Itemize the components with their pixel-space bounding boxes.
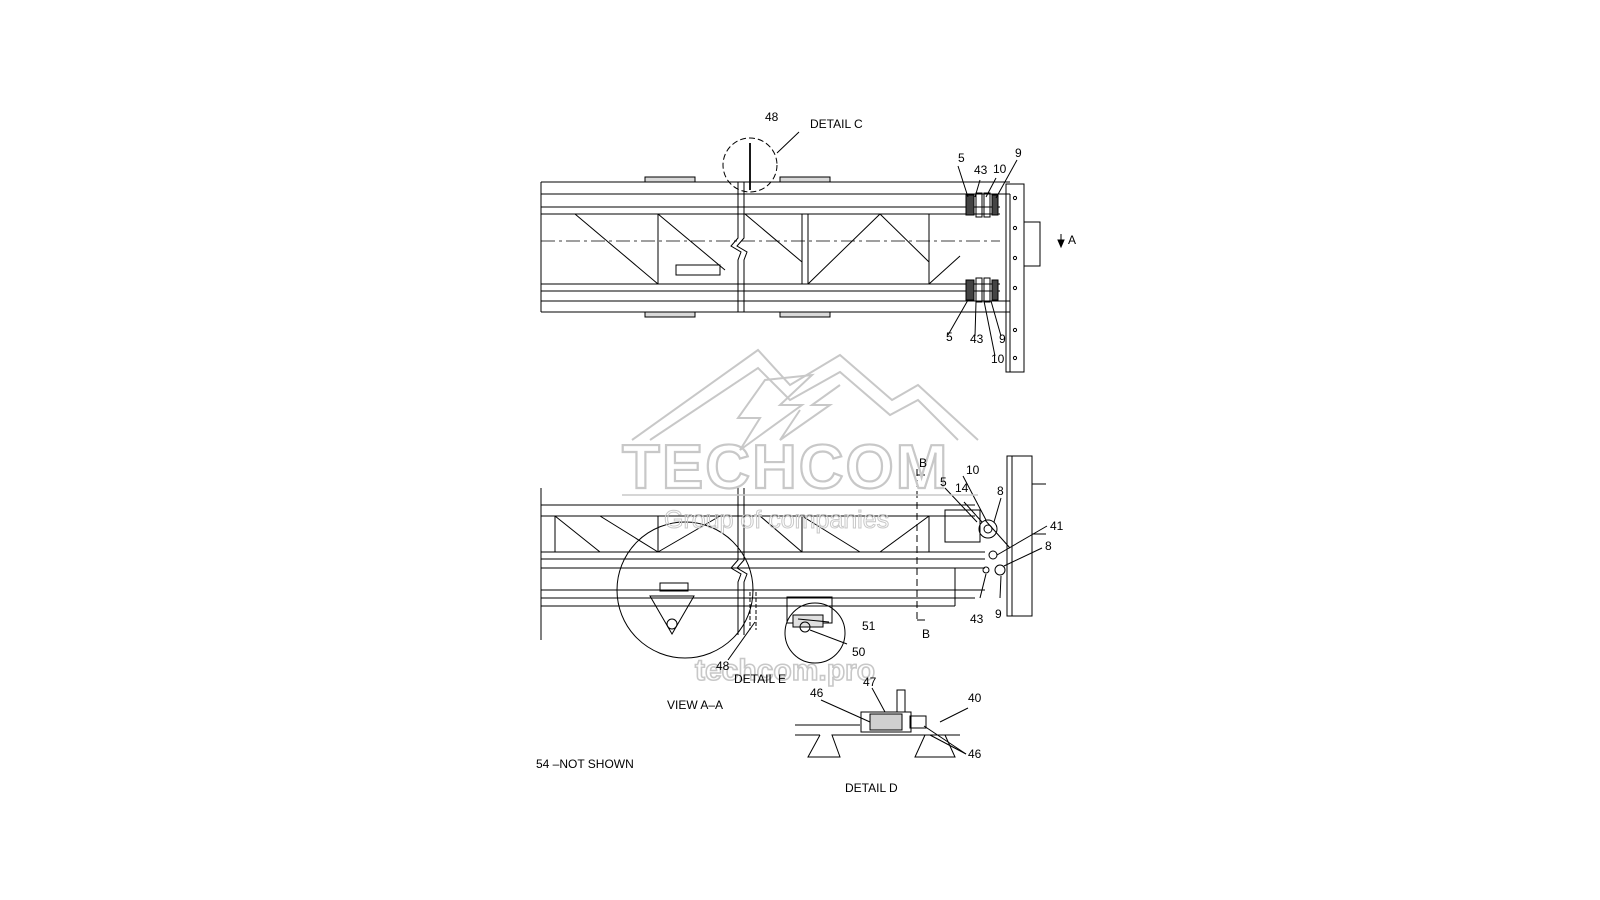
callout-8-lower-side: 8 (1045, 539, 1052, 553)
detail-d-title: DETAIL D (845, 781, 898, 795)
callout-10-side: 10 (966, 463, 980, 477)
watermark-tagline: Group of companies (664, 506, 889, 534)
lower-sheave-assembly (965, 277, 999, 303)
callout-14-side: 14 (955, 481, 969, 495)
callout-9-lower: 9 (999, 332, 1006, 346)
side-view-callouts: 10 5 14 8 41 8 43 9 51 50 48 (716, 463, 1064, 673)
callout-9-side: 9 (995, 607, 1002, 621)
callout-5-side: 5 (940, 475, 947, 489)
section-a-marker: A (1068, 233, 1076, 247)
callout-8-upper-side: 8 (997, 484, 1004, 498)
section-b-bottom-marker: B (922, 627, 930, 641)
callout-48-side: 48 (716, 659, 730, 673)
callout-10-upper: 10 (993, 162, 1007, 176)
detail-e-title: DETAIL E (734, 672, 786, 686)
detail-c-title: DETAIL C (810, 117, 863, 131)
techcom-watermark: TECHCOM Group of companies techcom.pro (621, 348, 979, 688)
watermark-brand: TECHCOM (622, 433, 949, 502)
callout-46-right: 46 (968, 747, 982, 761)
detail-d-callouts: 46 47 40 46 (810, 675, 982, 761)
top-view-boom (540, 131, 1065, 373)
callout-51-side: 51 (862, 619, 876, 633)
callout-47: 47 (863, 675, 877, 689)
upper-sheave-assembly (965, 192, 999, 218)
view-titles: DETAIL C DETAIL E VIEW A–A 54 –NOT SHOWN… (536, 117, 1076, 795)
callout-40: 40 (968, 691, 982, 705)
callout-43-side: 43 (970, 612, 984, 626)
callout-46-left: 46 (810, 686, 824, 700)
section-b-top-marker: B (919, 456, 927, 470)
mountain-logo-icon (631, 348, 979, 451)
callout-9-upper: 9 (1015, 146, 1022, 160)
top-view-callouts: 48 5 43 10 9 5 43 9 10 (765, 110, 1022, 366)
callout-48-top: 48 (765, 110, 779, 124)
view-aa-title: VIEW A–A (667, 698, 723, 712)
callout-10-lower: 10 (991, 352, 1005, 366)
callout-43-lower: 43 (970, 332, 984, 346)
callout-43-upper: 43 (974, 163, 988, 177)
watermark-url: techcom.pro (695, 654, 875, 687)
not-shown-note: 54 –NOT SHOWN (536, 757, 634, 771)
detail-d-drawing (795, 687, 969, 758)
side-view-boom (540, 455, 1048, 664)
callout-41-side: 41 (1050, 519, 1064, 533)
callout-5-lower: 5 (946, 330, 953, 344)
callout-50-side: 50 (852, 645, 866, 659)
callout-5-upper: 5 (958, 151, 965, 165)
